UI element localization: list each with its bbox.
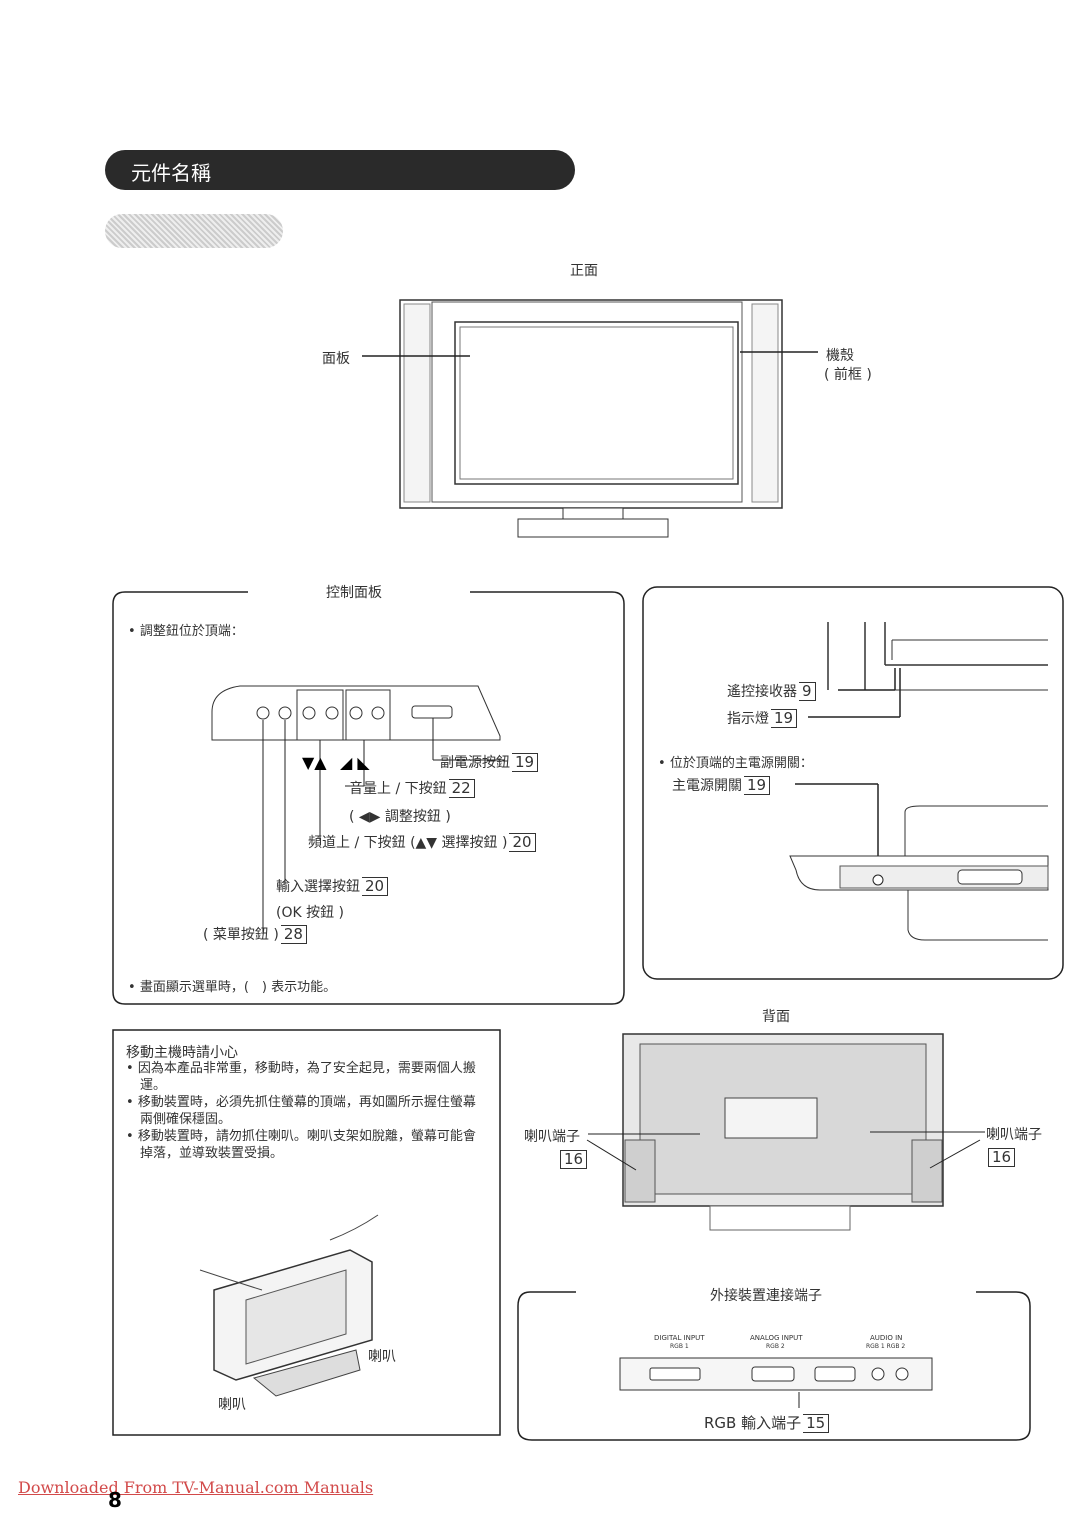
caution-item: • 移動裝置時，請勿抓住喇叭。喇叭支架如脫離，螢幕可能會掉落，並導致裝置受損。 [126,1129,476,1161]
control-note-bottom: • 畫面顯示選單時，( ) 表示功能。 [128,980,337,995]
page-number: 8 [108,1488,122,1512]
svg-text:◢ ◣: ◢ ◣ [340,753,370,772]
speaker-terminal-right: 喇叭端子 [986,1127,1042,1143]
speaker-label-right: 喇叭 [368,1349,396,1365]
section-banner: 元件名稱 [105,150,575,190]
control-note-top: • 調整鈕位於頂端： [128,624,244,639]
ok-label: (OK 按鈕 ) [276,905,345,921]
audio-in-label: AUDIO IN [870,1334,903,1342]
sub-banner-pattern [105,214,283,248]
speaker-label-bottom: 喇叭 [218,1397,246,1413]
svg-text:▼▲: ▼▲ [302,753,327,772]
download-link[interactable]: Downloaded From TV-Manual.com Manuals [18,1478,374,1497]
connectors-title: 外接裝置連接端子 [710,1288,822,1304]
digital-input-sub: RGB 1 [670,1343,689,1350]
front-title: 正面 [570,263,598,279]
panel-label: 面板 [322,351,350,367]
caution-item: • 移動裝置時，必須先抓住螢幕的頂端，再如圖所示握住螢幕兩側確保穩固。 [126,1095,476,1127]
menu-label: ( 菜單按鈕 )28 [203,924,307,944]
caution-item: • 因為本產品非常重，移動時，為了安全起見，需要兩個人搬運。 [126,1061,476,1093]
rear-title: 背面 [762,1009,790,1025]
control-panel-title: 控制面板 [326,582,382,602]
speaker-terminal-left: 喇叭端子 [524,1129,580,1145]
adjust-label: ( ◀▶ 調整按鈕 ) [349,809,451,825]
channel-label: 頻道上 / 下按鈕 (▲▼ 選擇按鈕 )20 [308,832,536,852]
cabinet-label: 機殼 [826,348,854,364]
analog-input-label: ANALOG INPUT [750,1334,803,1342]
analog-input-sub: RGB 2 [766,1343,785,1350]
digital-input-label: DIGITAL INPUT [654,1334,705,1342]
caution-title: 移動主機時請小心 [126,1045,238,1061]
speaker-terminal-left-page: 16 [558,1150,588,1169]
speaker-terminal-right-page: 16 [986,1148,1016,1167]
audio-in-sub: RGB 1 RGB 2 [866,1343,906,1350]
section-title: 元件名稱 [131,161,211,185]
caution-list: • 因為本產品非常重，移動時，為了安全起見，需要兩個人搬運。 • 移動裝置時，必… [126,1060,486,1162]
bezel-label: ( 前框 ) [824,367,872,383]
top-panel-note: • 位於頂端的主電源開關： [658,756,813,771]
